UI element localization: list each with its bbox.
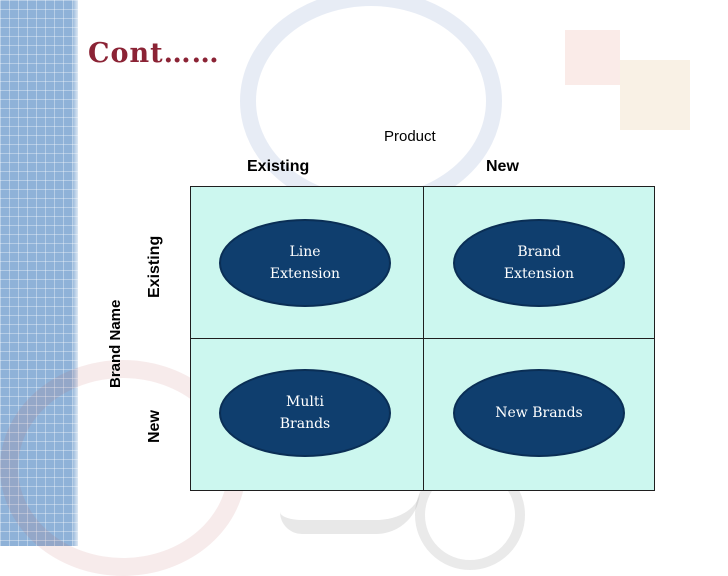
cell-text: New Brands	[495, 405, 583, 421]
row-label-new: New	[146, 410, 163, 443]
column-label-new: New	[486, 158, 519, 175]
cell-text: Brands	[279, 416, 331, 432]
cell-text: Multi	[286, 394, 324, 410]
column-label-existing: Existing	[247, 158, 310, 175]
cell-line-extension: Line Extension	[219, 219, 391, 307]
left-decorative-strip	[0, 0, 78, 546]
background-logo-shape	[240, 0, 502, 212]
cell-new-brands: New Brands	[453, 369, 625, 457]
cell-text: Brand	[517, 244, 561, 260]
cell-text: Extension	[503, 266, 575, 282]
background-logo-shape	[280, 490, 420, 534]
brand-name-axis-label: Brand Name	[107, 299, 124, 388]
cell-text: Extension	[269, 266, 341, 282]
row-label-existing: Existing	[146, 235, 163, 298]
cell-multi-brands: Multi Brands	[219, 369, 391, 457]
background-logo-shape	[565, 30, 620, 85]
cell-text: Line	[289, 244, 321, 260]
brand-strategy-matrix: Line Extension Brand Extension Multi Bra…	[190, 186, 655, 491]
product-axis-label: Product	[384, 128, 436, 145]
cell-brand-extension: Brand Extension	[453, 219, 625, 307]
matrix-horizontal-divider	[191, 338, 654, 339]
slide-title: Cont……	[88, 38, 220, 69]
background-logo-shape	[620, 60, 690, 130]
